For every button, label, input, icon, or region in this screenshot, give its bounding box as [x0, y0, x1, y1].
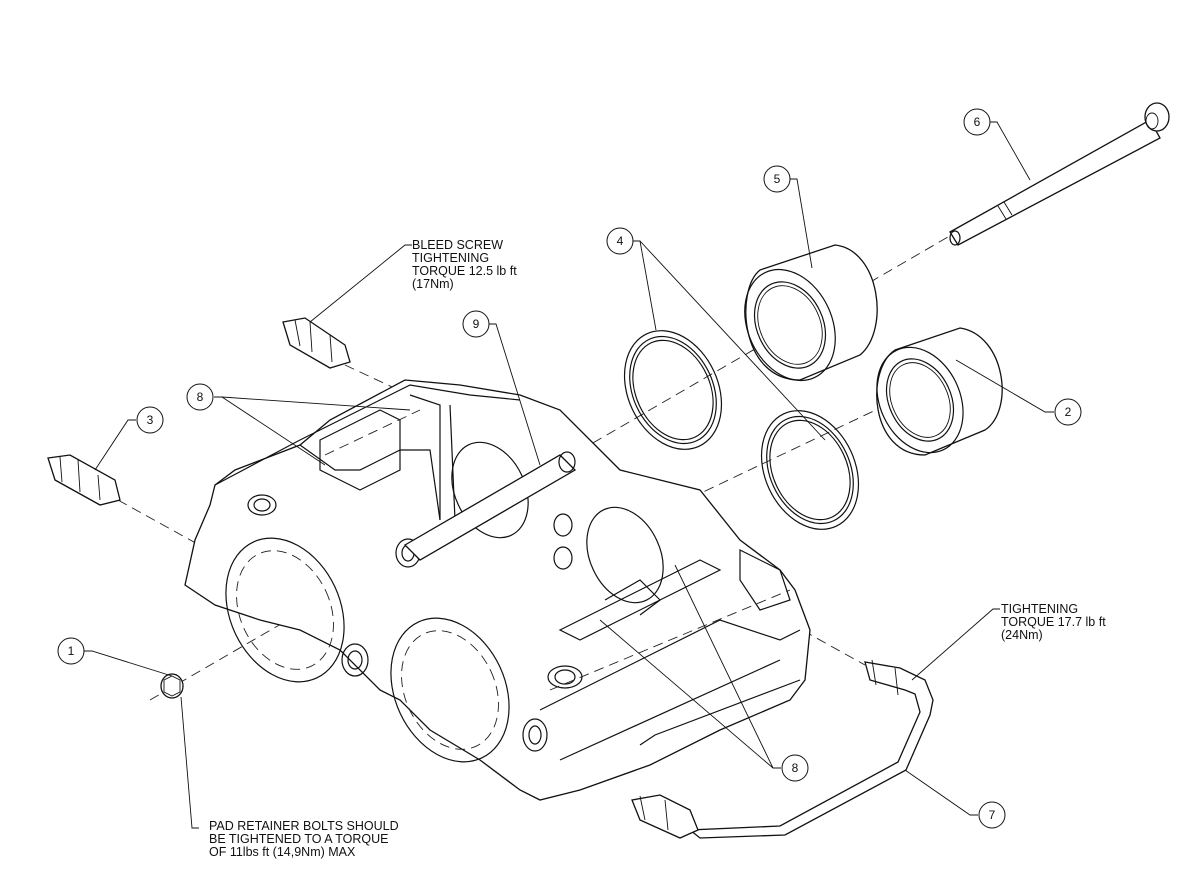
through-bolt [949, 102, 1170, 246]
balloon-label: 4 [617, 234, 624, 248]
pad-retaining-pin [403, 451, 577, 561]
balloon-5: 5 [763, 165, 791, 193]
balloon-label: 9 [473, 317, 480, 331]
leader-8b-2 [674, 564, 774, 769]
leader-8a-2 [221, 396, 326, 466]
piston-outer [876, 327, 1003, 456]
leader-6 [990, 121, 1031, 181]
leader-9 [489, 323, 541, 466]
balloon-label: 2 [1065, 405, 1072, 419]
balloon-2: 2 [1054, 398, 1082, 426]
balloon-label: 8 [197, 390, 204, 404]
pad-retainer-torque-note: PAD RETAINER BOLTS SHOULD BE TIGHTENED T… [209, 819, 399, 859]
balloon-8-top: 8 [186, 383, 214, 411]
bridge-pipe-torque-note: TIGHTENING TORQUE 17.7 lb ft (24Nm) [1001, 602, 1106, 642]
leader-4b [639, 240, 826, 441]
balloon-6: 6 [963, 108, 991, 136]
bridge-pipe [631, 659, 934, 839]
leader-3 [94, 419, 136, 471]
caliper-body [184, 379, 811, 801]
bleed-screw-top [282, 317, 351, 369]
leader-2 [955, 359, 1054, 413]
balloon-3: 3 [136, 406, 164, 434]
leader-1 [84, 650, 173, 677]
balloon-label: 5 [774, 172, 781, 186]
balloon-8-bottom: 8 [781, 754, 809, 782]
leader-bleed-note [309, 244, 412, 323]
balloon-label: 7 [989, 808, 996, 822]
bleed-screw-left [47, 454, 121, 506]
leader-7 [904, 769, 978, 816]
balloon-7: 7 [978, 801, 1006, 829]
piston-seal-lower [760, 410, 860, 530]
leader-lines [84, 121, 1054, 829]
bleed-screw-torque-note: BLEED SCREW TIGHTENING TORQUE 12.5 lb ft… [412, 238, 517, 291]
piston-seal-upper [623, 330, 723, 450]
leader-pad-note [180, 696, 199, 829]
balloon-label: 1 [68, 644, 75, 658]
pad-retainer-bolt [160, 673, 184, 699]
leader-pipe-note [911, 608, 1000, 681]
leader-5 [790, 178, 813, 269]
balloon-9: 9 [462, 310, 490, 338]
balloon-1: 1 [57, 637, 85, 665]
balloon-4: 4 [606, 227, 634, 255]
balloon-label: 6 [974, 115, 981, 129]
balloon-label: 8 [792, 761, 799, 775]
balloon-label: 3 [147, 413, 154, 427]
piston-inner [744, 244, 878, 382]
